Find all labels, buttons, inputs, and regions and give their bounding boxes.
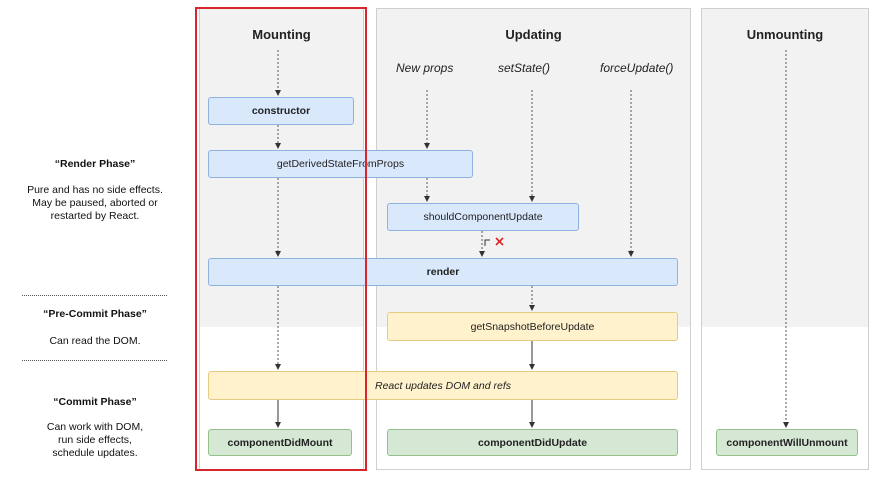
get-derived-state-from-props-node: getDerivedStateFromProps — [208, 150, 473, 178]
render-node: render — [208, 258, 678, 286]
react-updates-dom-node: React updates DOM and refs — [208, 371, 678, 400]
component-will-unmount-node: componentWillUnmount — [716, 429, 858, 456]
commit-phase-title: “Commit Phase” — [53, 396, 137, 408]
render-phase-title: “Render Phase” — [54, 158, 136, 170]
updating-column: Updating — [376, 8, 691, 470]
precommit-commit-separator — [22, 360, 167, 361]
get-snapshot-before-update-node: getSnapshotBeforeUpdate — [387, 312, 678, 341]
unmounting-column-title: Unmounting — [746, 27, 824, 42]
trigger-set-state: setState() — [498, 61, 551, 75]
updating-column-title: Updating — [505, 27, 562, 42]
commit-phase-description: Can work with DOM, run side effects, sch… — [46, 421, 144, 459]
render-phase-description: Pure and has no side effects. May be pau… — [27, 184, 163, 222]
render-precommit-separator — [22, 295, 167, 296]
mounting-column-title: Mounting — [252, 27, 311, 42]
trigger-new-props: New props — [396, 61, 454, 75]
unmounting-column: Unmounting — [701, 8, 869, 470]
constructor-node: constructor — [208, 97, 354, 125]
pre-commit-phase-title: “Pre-Commit Phase” — [43, 308, 147, 320]
component-did-update-node: componentDidUpdate — [387, 429, 678, 456]
pre-commit-phase-description: Can read the DOM. — [49, 335, 141, 347]
should-component-update-node: shouldComponentUpdate — [387, 203, 579, 231]
trigger-force-update: forceUpdate() — [600, 61, 674, 75]
component-did-mount-node: componentDidMount — [208, 429, 352, 456]
mounting-column: Mounting — [199, 8, 364, 470]
